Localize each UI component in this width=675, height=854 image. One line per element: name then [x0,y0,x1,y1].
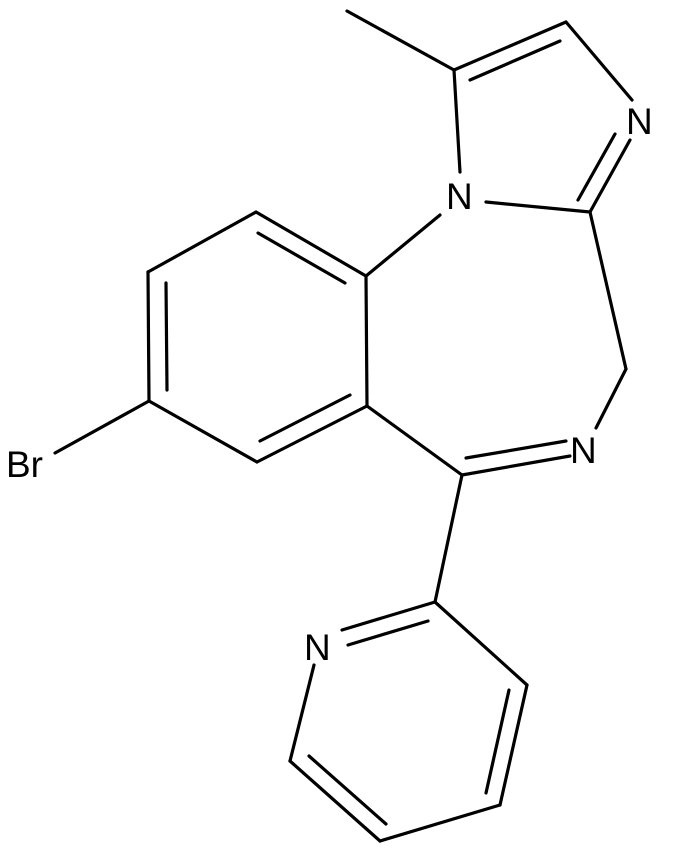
bond-benzo-fusion [364,274,369,408]
bond-pyridine-c-n-double [340,600,437,632]
bond-pyridine-c-c-c-inner [484,688,511,795]
atom-label-n-fused: N [446,176,473,217]
bond-pyridine-c-c-b [378,803,502,843]
bond-benzo-4 [147,399,259,464]
bond-pyridine-c-c-d [433,600,529,687]
bond-imidazole-c-c-inner [468,39,562,82]
bond-imidazole-n-c-double [588,138,632,214]
bond-c-pyridyl [433,473,464,604]
bond-pyridine-n-c [288,663,316,763]
bond-ch2-n [594,367,628,430]
atom-label-bromine: Br [6,444,43,485]
bond-pyridine-c-c-a [288,759,382,843]
bond-imidazole-nfused-c [452,68,462,174]
bond-benzo-1-inner [256,231,347,285]
bond-benzo-1 [254,210,368,278]
bond-c-br [53,399,151,455]
bond-imidazole-c-n [564,20,634,102]
bond-benzo-5-inner [258,393,352,443]
atom-label-n-pyridine: N [304,627,331,668]
bond-c-ch2 [588,210,628,371]
bond-n-c-inner [464,439,568,460]
bond-benzo-5 [255,404,369,464]
bond-pyridine-c-c-a-inner [307,754,388,826]
bond-imidazole-c-nfused [484,200,592,214]
atom-label-n-azepine: N [570,430,597,471]
bond-n-c-double [460,454,572,477]
bond-benzo-3-inner [164,281,169,392]
bond-c-benzo [365,404,464,477]
bond-benzo-2 [146,210,258,274]
bond-imidazole-c-c-double [452,20,568,72]
atom-label-n-imidazole: N [626,101,653,142]
bond-benzo-3 [146,270,151,403]
bond-pyridine-c-n-inner [346,619,430,647]
bond-imidazole-n-c-inner [576,132,617,202]
bond-pyridine-c-c-c [498,683,529,807]
bond-nfused-benzo [364,213,442,278]
bond-methyl [345,9,456,72]
